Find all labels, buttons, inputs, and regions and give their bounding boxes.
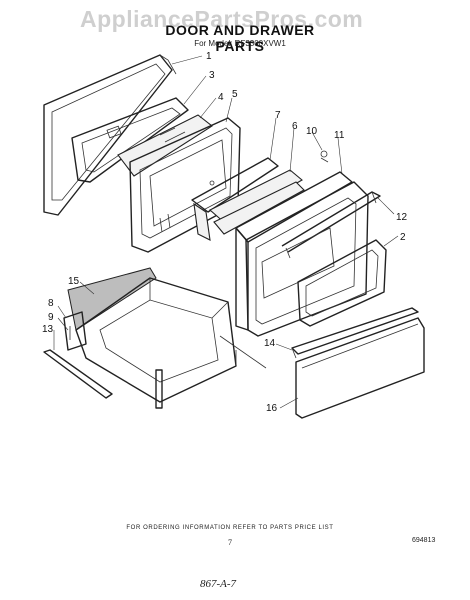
part-outer-door-right	[245, 181, 369, 337]
callout-9: 9	[48, 312, 54, 323]
callout-15: 15	[68, 276, 80, 287]
part-outer-door-panel	[43, 54, 177, 216]
part-hinge-screw	[320, 150, 329, 163]
part-door-handle	[281, 191, 381, 259]
callout-6: 6	[292, 121, 298, 132]
part-inner-glass	[209, 169, 305, 235]
page-number: 7	[228, 538, 232, 547]
part-insulation-channel	[191, 157, 279, 241]
model-label: For Model: RF3300XVW1	[194, 39, 286, 48]
ordering-note: FOR ORDERING INFORMATION REFER TO PARTS …	[126, 525, 334, 531]
callout-3: 3	[209, 70, 215, 81]
callout-5: 5	[232, 89, 238, 100]
part-window-glass	[117, 114, 213, 177]
watermark-text: AppliancePartsPros.com	[80, 6, 364, 32]
part-drawer-glide-rod	[43, 349, 113, 399]
diagram-title: DOOR AND DRAWER PARTS	[165, 22, 315, 54]
part-drawer-guide-posts	[155, 335, 267, 409]
callout-11: 11	[334, 130, 345, 141]
callout-14: 14	[264, 338, 276, 349]
callout-12: 12	[396, 212, 408, 223]
callout-13: 13	[42, 324, 54, 335]
callout-4: 4	[218, 92, 224, 103]
callout-2: 2	[400, 232, 406, 243]
leader-lines	[53, 55, 399, 409]
diagram-code: 694813	[412, 537, 436, 544]
callout-10: 10	[306, 126, 318, 137]
callout-8: 8	[48, 298, 54, 309]
callout-7: 7	[275, 110, 281, 121]
part-drawer-trim	[291, 307, 419, 359]
part-drawer-back-panel	[67, 267, 157, 331]
part-drawer-front-panel	[295, 317, 425, 419]
handwritten-note: 867-A-7	[200, 578, 237, 590]
part-window-frame	[297, 239, 387, 327]
part-drawer-side-bracket	[63, 311, 87, 351]
callout-1: 1	[206, 51, 212, 62]
callout-16: 16	[266, 403, 278, 414]
